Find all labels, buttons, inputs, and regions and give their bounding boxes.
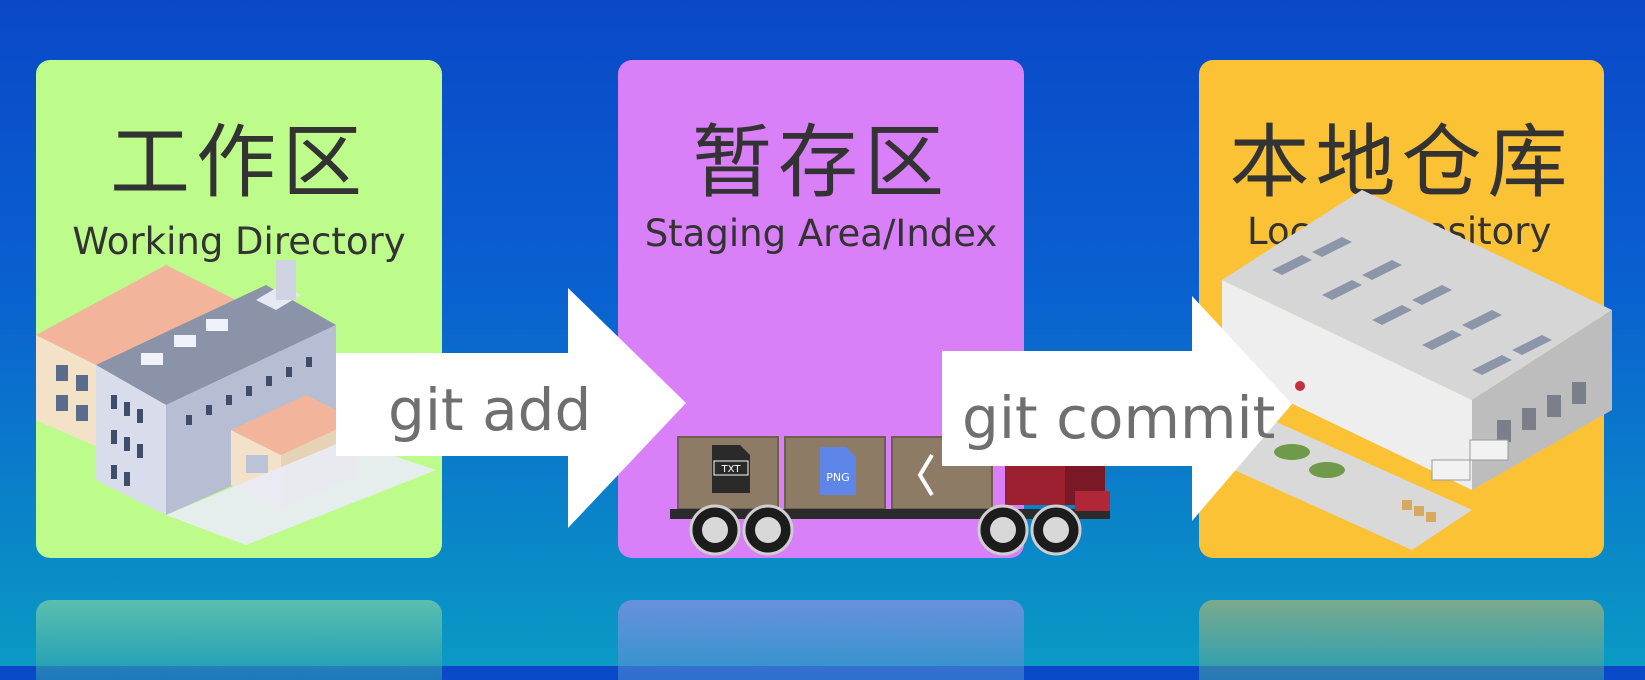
staging-area-reflection <box>618 600 1024 680</box>
staging-area-title-en: Staging Area/Index <box>644 212 998 255</box>
git-add-arrow <box>336 288 686 528</box>
factory-illustration <box>36 260 436 545</box>
staging-area-title-zh: 暂存区 <box>692 116 950 209</box>
png-file-label: PNG <box>826 471 849 484</box>
git-commit-arrow <box>942 296 1292 521</box>
working-directory-reflection <box>36 600 442 680</box>
working-directory-title-en: Working Directory <box>72 220 406 263</box>
git-add-label: git add <box>388 376 592 444</box>
txt-file-label: TXT <box>721 464 742 475</box>
git-commit-label: git commit <box>962 384 1276 452</box>
local-repository-reflection <box>1199 600 1604 680</box>
txt-file-icon <box>712 445 750 493</box>
png-file-icon <box>820 447 856 495</box>
working-directory-title-zh: 工作区 <box>110 116 368 209</box>
truck-illustration: TXT PNG <box>670 436 1110 556</box>
local-repository-title-zh: 本地仓库 <box>1229 116 1574 209</box>
warehouse-illustration <box>1212 190 1612 550</box>
code-icon <box>917 453 934 497</box>
